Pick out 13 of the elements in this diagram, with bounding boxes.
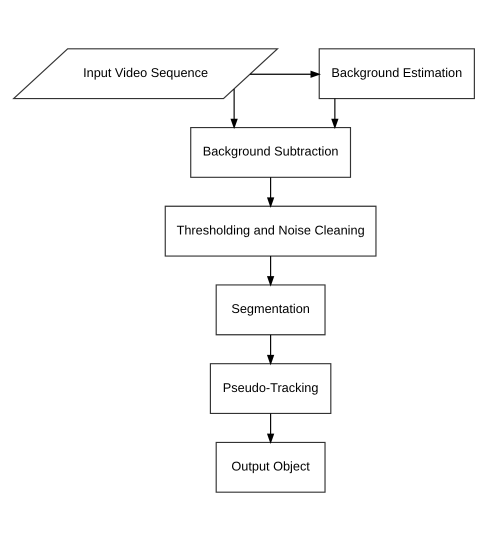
- arrow: [266, 176, 274, 208]
- arrow: [266, 256, 274, 286]
- arrow: [249, 70, 320, 78]
- node-box: Pseudo-Tracking: [209, 362, 331, 414]
- arrow: [330, 98, 338, 129]
- arrow: [266, 334, 274, 365]
- node-box: Thresholding and Noise Cleaning: [164, 205, 376, 256]
- arrow: [266, 413, 274, 444]
- node-box: Background Estimation: [318, 48, 474, 99]
- arrow: [230, 88, 238, 129]
- node-box: Segmentation: [215, 284, 326, 335]
- node-box: Output Object: [215, 441, 326, 492]
- node-box: Background Subtraction: [190, 126, 351, 178]
